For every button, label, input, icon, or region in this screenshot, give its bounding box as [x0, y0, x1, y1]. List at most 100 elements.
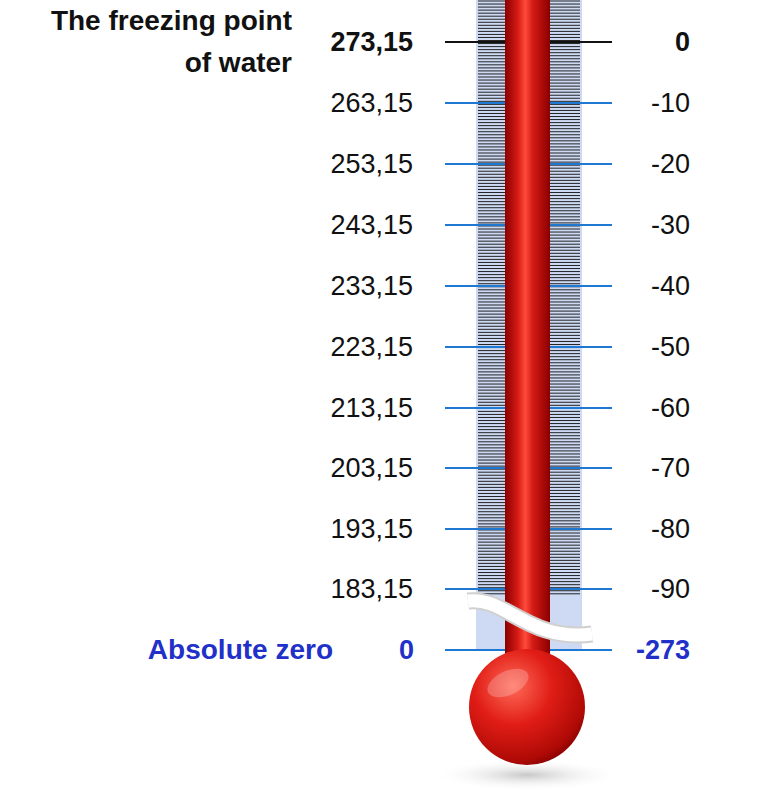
fine-tick [478, 444, 505, 445]
celsius-value: -273 [636, 634, 690, 666]
fine-tick [550, 86, 580, 87]
fine-tick [550, 186, 580, 187]
fine-tick [550, 80, 580, 81]
fine-tick [550, 551, 580, 552]
fine-tick [478, 457, 505, 458]
fine-tick [550, 329, 580, 330]
fine-tick [478, 241, 505, 242]
fine-tick [478, 396, 505, 397]
kelvin-value: 263,15 [330, 87, 413, 119]
fine-tick [478, 326, 505, 327]
fine-tick [550, 402, 580, 403]
fine-tick [550, 253, 580, 254]
fine-tick [550, 453, 580, 454]
fine-tick [478, 572, 505, 573]
fine-tick [478, 183, 505, 184]
fine-tick [550, 43, 580, 44]
fine-tick [478, 511, 505, 512]
fine-tick [478, 43, 505, 44]
fine-tick [478, 122, 505, 123]
fine-tick [550, 283, 580, 284]
fine-tick [478, 533, 505, 534]
fine-tick [478, 356, 505, 357]
fine-tick [550, 338, 580, 339]
fine-tick [478, 502, 505, 503]
fine-tick [478, 262, 505, 263]
fine-tick [550, 536, 580, 537]
fine-tick [550, 137, 580, 138]
fine-tick [550, 520, 580, 521]
fine-tick [478, 28, 505, 29]
fine-tick [478, 189, 505, 190]
fine-tick [478, 493, 505, 494]
celsius-value: -60 [651, 392, 690, 424]
celsius-value: -10 [651, 87, 690, 119]
fine-tick [550, 563, 580, 564]
fine-tick [550, 271, 580, 272]
fine-tick [478, 95, 505, 96]
fine-tick [478, 542, 505, 543]
fine-tick [478, 201, 505, 202]
fine-tick [550, 508, 580, 509]
fine-tick [478, 423, 505, 424]
kelvin-value: 0 [399, 634, 414, 666]
fine-tick [478, 107, 505, 108]
fine-tick [478, 64, 505, 65]
fine-tick [550, 235, 580, 236]
fine-tick [478, 110, 505, 111]
fine-tick [478, 405, 505, 406]
fine-tick [478, 213, 505, 214]
fine-tick [478, 128, 505, 129]
fine-tick [478, 426, 505, 427]
fine-tick [550, 365, 580, 366]
fine-tick [478, 204, 505, 205]
fine-tick [550, 13, 580, 14]
fine-tick [478, 25, 505, 26]
fine-tick [550, 73, 580, 74]
fine-tick [550, 16, 580, 17]
celsius-value: 0 [675, 26, 690, 58]
fine-tick [550, 481, 580, 482]
fine-tick [478, 143, 505, 144]
fine-tick [478, 37, 505, 38]
fine-tick [478, 265, 505, 266]
fine-tick [550, 146, 580, 147]
fine-tick [478, 393, 505, 394]
fine-tick [478, 89, 505, 90]
fine-tick [550, 311, 580, 312]
fine-tick [478, 153, 505, 154]
fine-tick [550, 180, 580, 181]
fine-tick [550, 301, 580, 302]
fine-tick [550, 493, 580, 494]
fine-tick [550, 484, 580, 485]
fine-tick [550, 64, 580, 65]
fine-tick [550, 447, 580, 448]
fine-tick [550, 110, 580, 111]
fine-tick [478, 283, 505, 284]
kelvin-value: 243,15 [330, 209, 413, 241]
fine-tick [478, 417, 505, 418]
fine-tick [550, 95, 580, 96]
fine-tick [478, 301, 505, 302]
fine-tick [478, 359, 505, 360]
fine-tick [550, 125, 580, 126]
fine-tick [478, 341, 505, 342]
fine-tick [550, 58, 580, 59]
fine-tick [550, 183, 580, 184]
fine-tick [478, 420, 505, 421]
fine-tick [550, 514, 580, 515]
fine-tick [478, 253, 505, 254]
fine-tick [550, 533, 580, 534]
fine-tick [550, 432, 580, 433]
fine-tick [478, 31, 505, 32]
fine-tick [478, 575, 505, 576]
fine-tick [478, 520, 505, 521]
fine-tick [550, 280, 580, 281]
fine-tick [550, 222, 580, 223]
fine-tick [478, 320, 505, 321]
fine-tick [550, 92, 580, 93]
fine-tick [478, 472, 505, 473]
fine-tick [550, 143, 580, 144]
fine-tick [478, 298, 505, 299]
